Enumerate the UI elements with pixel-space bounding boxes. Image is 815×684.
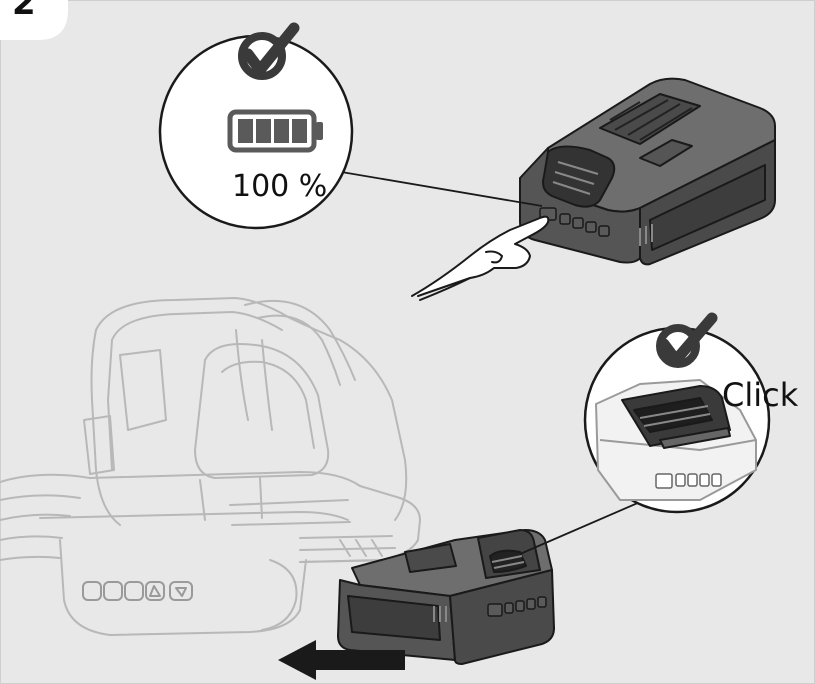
check-icon — [656, 312, 718, 368]
arrow-left-icon — [278, 640, 405, 680]
battery-pack-top — [519, 77, 776, 266]
battery-segment — [274, 119, 289, 143]
click-callout: Click — [583, 312, 799, 514]
check-icon — [238, 22, 300, 80]
step-number: 2 — [12, 0, 36, 23]
charge-percent-label: 100 % — [232, 169, 327, 204]
click-label: Click — [722, 376, 799, 414]
tool-body-ghost — [0, 297, 421, 636]
pointing-hand-icon — [411, 215, 550, 301]
battery-segment — [238, 119, 253, 143]
callout-leader-top — [305, 165, 543, 207]
charge-callout: 100 % — [158, 22, 354, 230]
battery-segment — [292, 119, 307, 143]
battery-segment — [256, 119, 271, 143]
callout-leader-bottom — [519, 501, 641, 555]
battery-full-icon — [227, 109, 323, 153]
latch-detail — [595, 379, 757, 501]
step-badge: 2 — [0, 0, 68, 40]
battery-pack-inserted — [337, 529, 555, 665]
